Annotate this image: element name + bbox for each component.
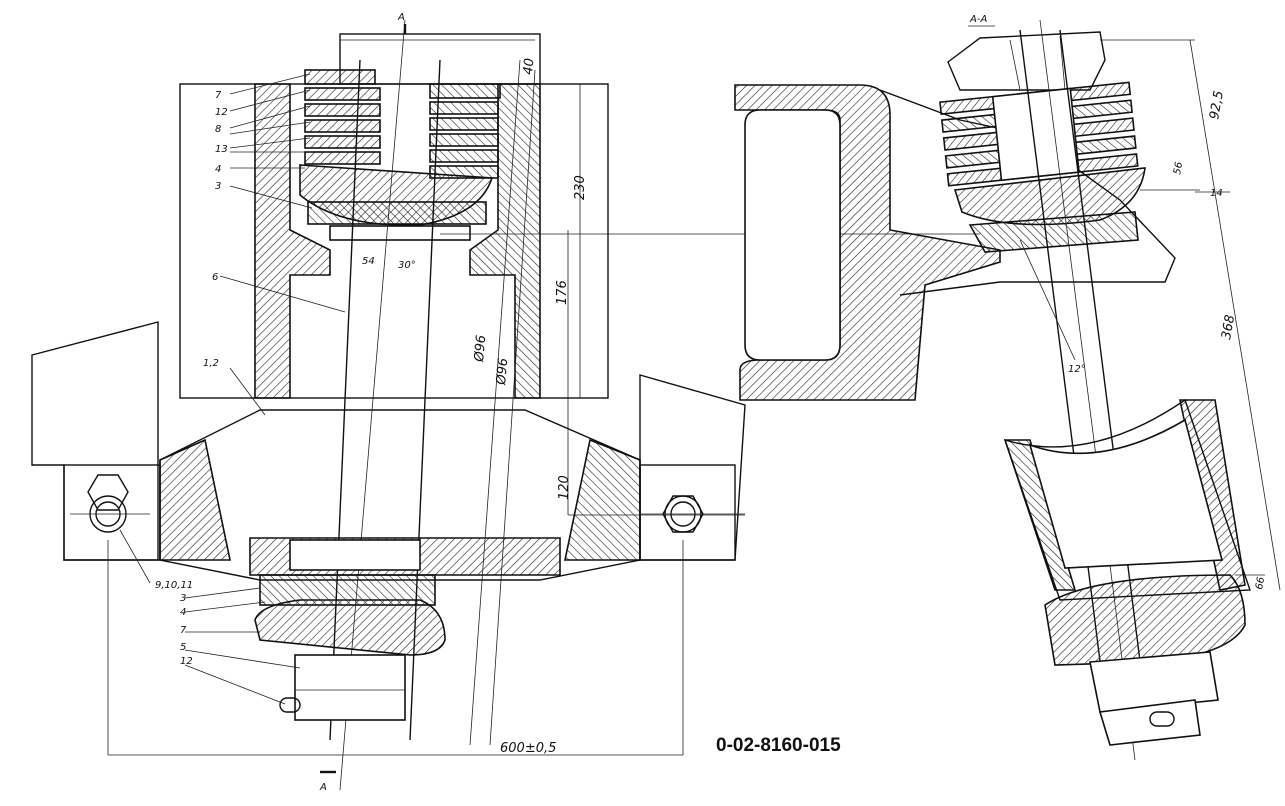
lower-nut bbox=[294, 654, 406, 721]
dim-56: 56 bbox=[1172, 161, 1185, 175]
part-label-12-top: 12 bbox=[215, 107, 228, 118]
cotter-pin bbox=[279, 697, 301, 713]
seat-ring-top bbox=[307, 201, 487, 225]
crossbeam-cavity bbox=[289, 539, 421, 571]
housing-wall-left bbox=[254, 83, 331, 399]
dim-angle-30: 30° bbox=[398, 260, 416, 271]
housing-wall-right bbox=[469, 83, 541, 399]
crossbeam-hatch-right bbox=[564, 438, 641, 561]
hex-nut-left bbox=[70, 474, 150, 533]
spring-stack-left bbox=[304, 69, 381, 165]
dim-600: 600±0,5 bbox=[500, 741, 556, 756]
dim-angle-12: 12° bbox=[1068, 364, 1086, 375]
rail-left bbox=[31, 321, 159, 561]
part-label-12-bottom: 12 bbox=[180, 656, 193, 667]
dim-bore-2: Ø96 bbox=[494, 357, 511, 386]
front-view: A A 7 12 8 13 4 3 6 bbox=[31, 12, 980, 793]
dim-angle-54: 54 bbox=[362, 256, 375, 267]
part-label-9-10-11: 9,10,11 bbox=[155, 580, 193, 591]
part-label-4-top: 4 bbox=[215, 164, 221, 175]
lower-nut-section bbox=[1089, 651, 1219, 713]
section-view-a-a: A-A bbox=[734, 14, 1281, 761]
section-mark-bottom: A bbox=[319, 782, 327, 793]
lower-yoke bbox=[1003, 439, 1077, 591]
part-label-13: 13 bbox=[215, 144, 228, 155]
part-label-8: 8 bbox=[215, 124, 221, 135]
spring-stack-section bbox=[939, 81, 1139, 187]
document-number: 0-02-8160-015 bbox=[716, 735, 841, 756]
hex-nut-right bbox=[640, 495, 745, 533]
dim-230: 230 bbox=[573, 175, 588, 200]
part-label-4-bottom: 4 bbox=[180, 607, 186, 618]
rail-left-box bbox=[63, 464, 161, 561]
hex-head-top bbox=[947, 31, 1106, 91]
dim-40: 40 bbox=[521, 58, 537, 76]
part-label-7-top: 7 bbox=[215, 90, 222, 101]
part-label-3-bottom: 3 bbox=[180, 593, 186, 604]
bracket-cavity bbox=[744, 109, 841, 361]
seat-insert-top bbox=[329, 225, 471, 241]
seat-ring-section bbox=[968, 211, 1139, 253]
cotter-pin-section bbox=[1149, 711, 1175, 727]
spherical-washer-bottom bbox=[254, 599, 446, 656]
dim-368: 368 bbox=[1219, 314, 1238, 341]
part-label-6: 6 bbox=[212, 272, 218, 283]
dim-92-5: 92,5 bbox=[1207, 90, 1227, 121]
rail-right-box bbox=[639, 464, 736, 561]
part-label-3-top: 3 bbox=[215, 181, 221, 192]
dim-66: 66 bbox=[1254, 576, 1267, 590]
leader-lines bbox=[119, 73, 346, 705]
part-label-5: 5 bbox=[180, 642, 186, 653]
dim-120: 120 bbox=[557, 475, 572, 500]
lower-nut-tip bbox=[1098, 699, 1201, 746]
spring-stack-right bbox=[429, 83, 501, 179]
housing-outline bbox=[179, 83, 609, 399]
crossbeam-hatch-left bbox=[159, 438, 231, 561]
yoke-cavity bbox=[1028, 418, 1224, 569]
dim-176: 176 bbox=[555, 280, 570, 305]
part-label-1-2: 1,2 bbox=[203, 358, 219, 369]
part-label-14: 14 bbox=[1210, 188, 1223, 199]
section-title: A-A bbox=[969, 14, 987, 25]
dim-bore-1: Ø96 bbox=[472, 334, 489, 363]
section-mark-top: A bbox=[397, 12, 405, 23]
part-label-7-bottom: 7 bbox=[180, 625, 187, 636]
